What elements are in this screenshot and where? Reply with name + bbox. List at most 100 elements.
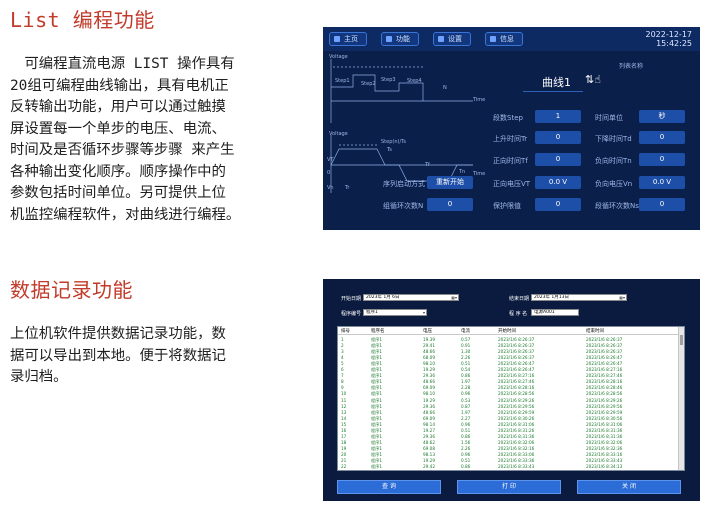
table-cell: 2023/1/6 8:26:37 — [498, 337, 535, 342]
time-unit-label: 时间单位 — [595, 114, 623, 122]
program-name-field[interactable]: 电源A001 — [531, 309, 579, 316]
table-cell: 程序1 — [371, 445, 383, 451]
nav-function-button[interactable]: 功能 — [381, 32, 419, 46]
table-cell: 2023/1/6 8:33:16 — [586, 451, 623, 457]
table-cell: 0.96 — [461, 391, 471, 397]
table-cell: 2.27 — [461, 415, 471, 421]
table-cell: 2023/1/6 8:32:36 — [586, 445, 623, 451]
end-date-picker[interactable]: 2023年 1月13日▦▾ — [531, 294, 627, 301]
start-mode-select[interactable]: 重新开始 — [427, 176, 473, 189]
step-select[interactable]: 1 — [535, 110, 581, 123]
forward-voltage-field[interactable]: 0.0 V — [535, 176, 581, 189]
rise-time-field[interactable]: 0 — [535, 131, 581, 144]
fall-time-field[interactable]: 0 — [639, 131, 685, 144]
table-cell: 2023/1/6 8:32:06 — [498, 439, 535, 445]
nav-info-button[interactable]: 信息 — [485, 32, 523, 46]
start-date-label: 开始日期 — [341, 296, 362, 302]
table-cell: 2023/1/6 8:27:46 — [498, 379, 535, 385]
diagram-step2: Step2 — [361, 81, 376, 87]
protection-limit-label: 保护限值 — [493, 202, 521, 210]
table-cell: 2023/1/6 8:26:37 — [586, 337, 623, 342]
table-cell: 98.10 — [423, 391, 435, 397]
table-cell: 2023/1/6 8:27:16 — [498, 373, 535, 379]
table-cell: 0.51 — [461, 427, 471, 433]
protection-limit-field[interactable]: 0 — [535, 198, 581, 211]
table-cell: 3 — [341, 349, 344, 355]
table-cell: 程序1 — [371, 427, 383, 433]
print-button[interactable]: 打 印 — [457, 480, 561, 494]
table-cell: 2023/1/6 8:26:47 — [498, 367, 535, 373]
nav-info-label: 信息 — [500, 35, 514, 43]
table-cell: 48.66 — [423, 409, 435, 415]
segment-loop-field[interactable]: 0 — [639, 198, 685, 211]
table-cell: 98.13 — [423, 451, 435, 457]
time-unit-select[interactable]: 秒 — [639, 110, 685, 123]
program-name-value: 电源A001 — [534, 310, 555, 315]
table-cell: 9 — [341, 385, 344, 391]
query-button[interactable]: 查 询 — [337, 480, 441, 494]
negative-time-field[interactable]: 0 — [639, 153, 685, 166]
table-scrollbar[interactable] — [678, 327, 684, 470]
table-cell: 48.66 — [423, 379, 435, 385]
table-cell: 20 — [341, 451, 347, 457]
table-cell: 19.29 — [423, 458, 435, 463]
fall-time-label: 下降时间Td — [595, 135, 632, 143]
table-cell: 2023/1/6 8:27:46 — [586, 373, 623, 379]
diagram-ts-label: Ts — [387, 147, 392, 153]
curve-name: 曲线1 — [542, 76, 571, 89]
table-cell: 2023/1/6 8:26:37 — [498, 355, 535, 361]
table-cell: 0.96 — [461, 421, 471, 427]
program-no-select[interactable]: 程序1▾ — [363, 309, 427, 316]
nav-home-button[interactable]: 主页 — [329, 32, 367, 46]
table-cell: 2023/1/6 8:31:06 — [586, 421, 623, 427]
nav-settings-button[interactable]: 设置 — [433, 32, 471, 46]
table-cell: 11 — [341, 397, 347, 403]
table-cell: 0.53 — [461, 397, 471, 403]
table-cell: 程序1 — [371, 379, 383, 385]
record-section-text: 上位机软件提供数据记录功能，数 据可以导出到本地。便于将数据记 录归档。 — [10, 324, 302, 389]
forward-time-field[interactable]: 0 — [535, 153, 581, 166]
diagram-axis-zero: 0 — [327, 170, 331, 176]
diagram-time-label-2: Time — [473, 171, 486, 177]
col-current: 电流 — [461, 329, 470, 334]
data-record-screenshot: 开始日期 2023年 1月 6日▦▾ 结束日期 2023年 1月13日▦▾ 程序… — [323, 279, 700, 501]
calendar-dropdown-icon: ▦▾ — [451, 295, 457, 300]
loop-count-field[interactable]: 0 — [427, 198, 473, 211]
start-date-picker[interactable]: 2023年 1月 6日▦▾ — [363, 294, 459, 301]
text-line: 各种输出变化顺序。顺序操作中的 — [10, 163, 226, 180]
table-cell: 2023/1/6 8:26:37 — [498, 343, 535, 349]
table-cell: 69.08 — [423, 445, 435, 451]
program-no-value: 程序1 — [366, 310, 378, 315]
table-cell: 2023/1/6 8:33:06 — [498, 451, 535, 457]
close-button[interactable]: 关 闭 — [577, 480, 681, 494]
diagram-tn-label: Tn — [459, 169, 466, 175]
table-cell: 2023/1/6 8:30:26 — [498, 415, 535, 421]
scrollbar-thumb[interactable] — [680, 335, 683, 345]
negative-voltage-field[interactable]: 0.0 V — [639, 176, 685, 189]
diagram-axis-vt: VT — [327, 157, 334, 163]
curve-underline — [523, 91, 583, 92]
